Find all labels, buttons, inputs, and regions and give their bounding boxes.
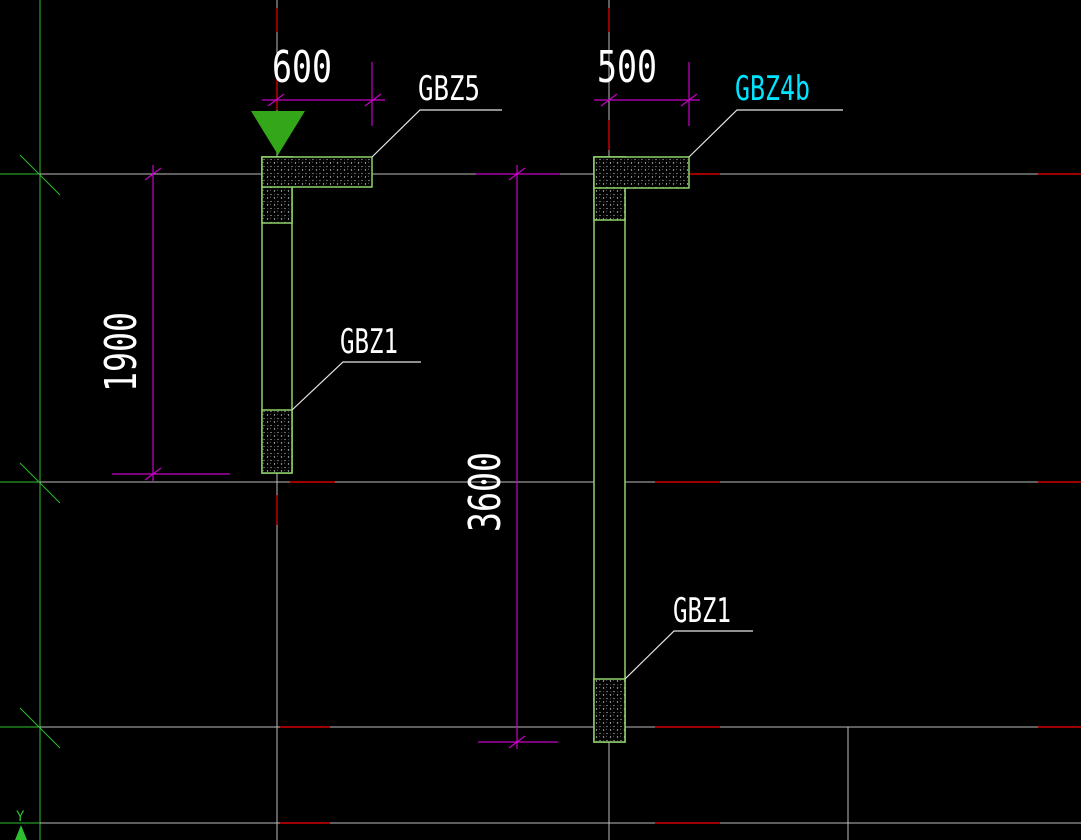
ucs-axis-y-label: Y (16, 809, 25, 825)
wall-left[interactable] (261, 156, 373, 474)
column-gbz4b-flange[interactable] (593, 156, 690, 189)
dimension-lines (112, 62, 700, 749)
label-gbz4b[interactable]: GBZ4b (735, 69, 810, 109)
green-axis-lines (0, 0, 61, 840)
dimension-600-text[interactable]: 600 (272, 42, 332, 93)
label-gbz5[interactable]: GBZ5 (418, 69, 480, 109)
dimension-1900-text[interactable]: 1900 (96, 312, 147, 392)
column-gbz5-flange[interactable] (261, 156, 373, 188)
ucs-axis-icon: Y (15, 809, 27, 840)
wall-right[interactable] (593, 156, 690, 743)
dimension-3600-text[interactable]: 3600 (460, 452, 511, 532)
dimension-500-text[interactable]: 500 (597, 42, 657, 93)
column-gbz1-left[interactable] (261, 409, 293, 474)
insertion-triangle-marker-icon[interactable] (251, 111, 305, 155)
label-gbz1-left[interactable]: GBZ1 (340, 322, 398, 362)
red-axis-segments (276, 8, 1081, 824)
leader-lines (291, 109, 843, 680)
column-gbz1-right[interactable] (593, 678, 626, 743)
grey-axis-lines (40, 0, 1081, 840)
label-gbz1-right[interactable]: GBZ1 (673, 591, 731, 631)
